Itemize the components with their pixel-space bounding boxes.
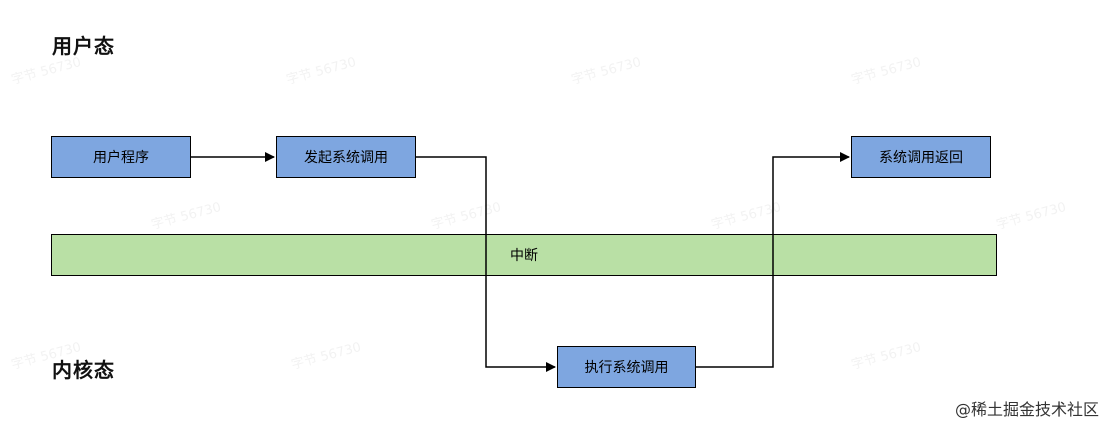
kernel-mode-label: 内核态 <box>52 358 115 382</box>
execute-syscall-box: 执行系统调用 <box>557 346 696 388</box>
watermark: 字节 56730 <box>994 199 1068 233</box>
watermark: 字节 56730 <box>284 54 358 88</box>
watermark: 字节 56730 <box>149 199 223 233</box>
watermark: 字节 56730 <box>289 339 363 373</box>
watermark: 字节 56730 <box>849 339 923 373</box>
execute-syscall-label: 执行系统调用 <box>584 360 669 376</box>
interrupt-band: 中断 <box>51 234 997 276</box>
user-program-box: 用户程序 <box>51 136 191 178</box>
interrupt-label: 中断 <box>510 248 538 264</box>
user-mode-label: 用户态 <box>52 34 115 58</box>
watermark: 字节 56730 <box>849 54 923 88</box>
syscall-return-label: 系统调用返回 <box>879 150 963 166</box>
user-program-label: 用户程序 <box>93 150 149 166</box>
watermark: 字节 56730 <box>709 199 783 233</box>
credit-text: @稀土掘金技术社区 <box>954 400 1099 419</box>
watermark: 字节 56730 <box>429 199 503 233</box>
syscall-return-box: 系统调用返回 <box>851 136 991 178</box>
make-syscall-label: 发起系统调用 <box>304 150 388 166</box>
make-syscall-box: 发起系统调用 <box>276 136 416 178</box>
watermark: 字节 56730 <box>569 54 643 88</box>
